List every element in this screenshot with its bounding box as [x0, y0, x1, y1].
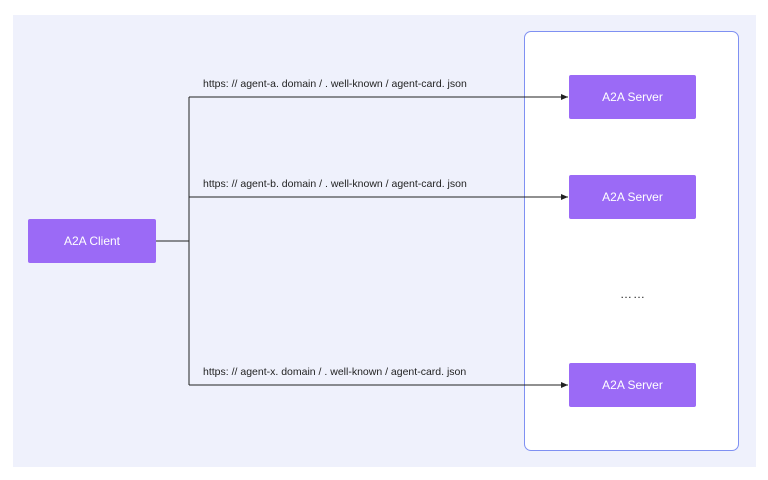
- url-agent-b: https: // agent-b. domain / . well-known…: [203, 178, 467, 190]
- a2a-server-box-a: A2A Server: [569, 75, 696, 119]
- server-label: A2A Server: [602, 190, 663, 204]
- a2a-server-box-b: A2A Server: [569, 175, 696, 219]
- client-label: A2A Client: [63, 234, 121, 248]
- a2a-client-box: A2A Client: [28, 219, 156, 263]
- url-agent-a: https: // agent-a. domain / . well-known…: [203, 78, 467, 90]
- server-label: A2A Server: [602, 378, 663, 392]
- url-agent-x: https: // agent-x. domain / . well-known…: [203, 366, 467, 378]
- more-servers-ellipsis: ……: [620, 287, 646, 301]
- a2a-server-box-x: A2A Server: [569, 363, 696, 407]
- server-label: A2A Server: [602, 90, 663, 104]
